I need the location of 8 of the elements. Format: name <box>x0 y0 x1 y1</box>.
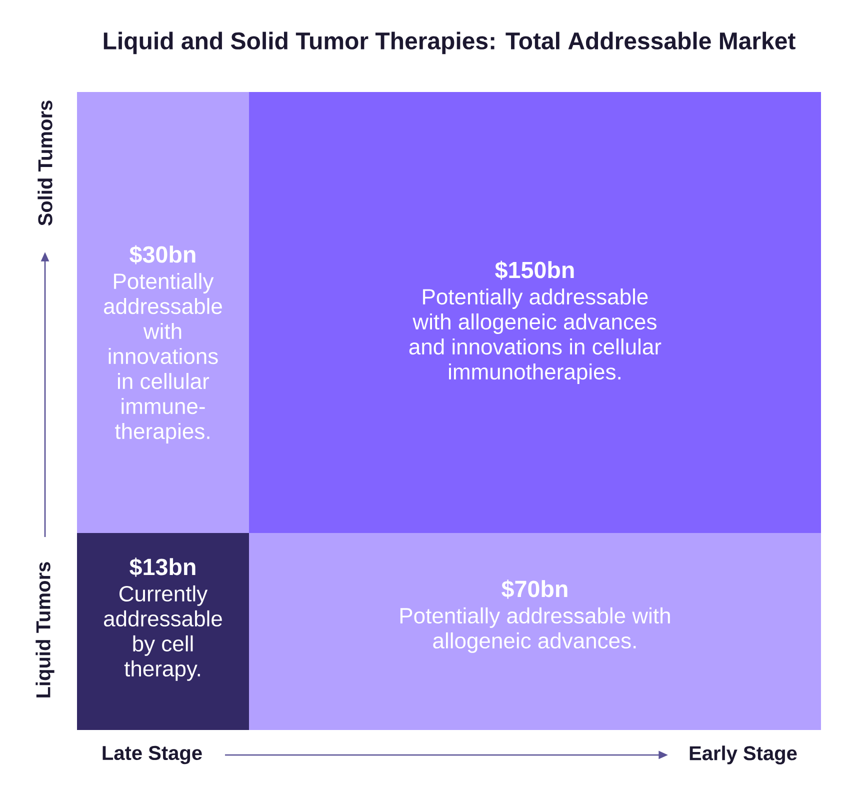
axis-label: Solid Tumors <box>38 100 52 226</box>
quadrant-box: $13bn Currently addressable by cell therapy. <box>77 533 249 730</box>
axis-label: Liquid Tumors <box>36 562 54 698</box>
chart-title: Liquid and Solid Tumor Therapies: Total Addressable Market <box>104 32 796 54</box>
quadrant-box: $30bn Potentially addressable with innovations in cellular immune- therapies. <box>77 92 249 533</box>
quadrant-box: $70bn Potentially addressable with allogeneic advances. <box>249 533 821 730</box>
quadrant-box: $150bn Potentially addressable with allogeneic advances and innovations in cellular immunotherapies. <box>249 92 821 533</box>
axis-label: Late Stage <box>102 746 202 764</box>
